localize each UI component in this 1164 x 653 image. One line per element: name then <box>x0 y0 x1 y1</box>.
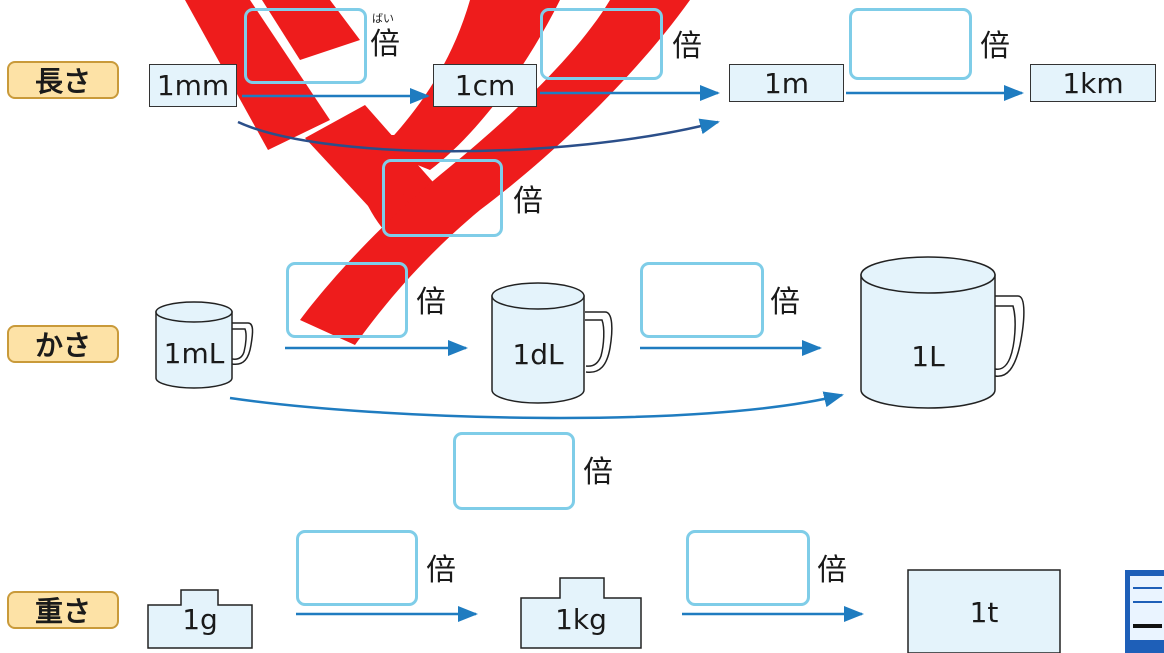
cup-dl-icon <box>491 282 613 404</box>
unit-kg: 1kg <box>555 603 607 636</box>
answer-box-g-kg[interactable] <box>296 530 418 606</box>
answer-box-kg-t[interactable] <box>686 530 810 606</box>
cup-ml-icon <box>155 301 254 389</box>
times-label: 倍 <box>672 29 702 64</box>
unit-dl: 1dL <box>512 338 564 371</box>
ruby-bai: ばい <box>372 12 394 25</box>
unit-l: 1L <box>911 340 945 373</box>
corner-thumbnail <box>1125 570 1164 653</box>
times-label: 倍 <box>817 553 847 588</box>
category-weight-label: 重さ <box>7 591 119 629</box>
answer-box-ml-dl[interactable] <box>286 262 408 338</box>
times-label: 倍 <box>513 184 543 219</box>
category-volume-label: かさ <box>7 325 119 363</box>
watermark-stroke <box>185 0 690 345</box>
category-length-label: 長さ <box>7 61 119 99</box>
weight-g-icon <box>147 589 253 649</box>
arrow-ml-l-curve <box>229 391 844 420</box>
unit-km: 1km <box>1030 64 1156 102</box>
answer-box-cm-m[interactable] <box>540 8 663 80</box>
unit-g: 1g <box>182 603 218 636</box>
answer-box-dl-l[interactable] <box>640 262 764 338</box>
unit-cm: 1cm <box>433 64 537 107</box>
answer-box-ml-l[interactable] <box>453 432 575 510</box>
weight-t-icon <box>907 569 1061 653</box>
times-label: 倍 <box>770 285 800 320</box>
times-label: 倍 <box>980 29 1010 64</box>
unit-ml: 1mL <box>163 337 225 370</box>
times-label: 倍 <box>370 27 400 62</box>
answer-box-mm-cm[interactable] <box>244 8 367 84</box>
times-label: 倍 <box>426 553 456 588</box>
answer-box-mm-m[interactable] <box>382 159 503 237</box>
unit-t: 1t <box>969 596 999 629</box>
answer-box-m-km[interactable] <box>849 8 972 80</box>
times-label: 倍 <box>416 285 446 320</box>
arrow-mm-m-curve <box>237 118 720 153</box>
unit-m: 1m <box>729 64 844 102</box>
cup-l-icon <box>860 256 1025 409</box>
weight-kg-icon <box>520 577 642 649</box>
times-label: 倍 <box>583 455 613 490</box>
unit-mm: 1mm <box>149 64 237 107</box>
